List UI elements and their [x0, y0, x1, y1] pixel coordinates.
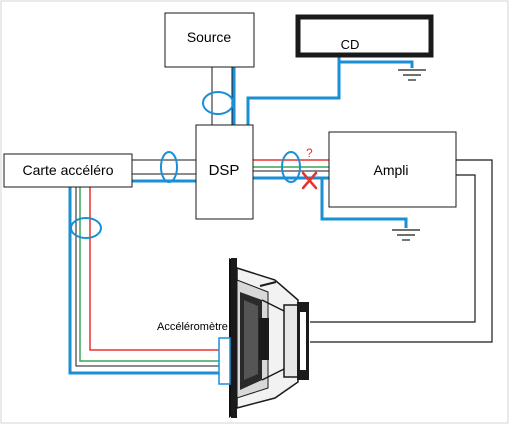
ferrite-ring-ampli [281, 151, 301, 183]
source-label: Source [187, 29, 232, 45]
cd-box [295, 14, 434, 58]
ferrite-ring-carte [160, 151, 178, 183]
question-mark: ? [306, 146, 313, 160]
carte-label: Carte accéléro [22, 162, 113, 178]
source-box [164, 12, 255, 68]
speaker-wire-1 [310, 174, 476, 323]
ampli-ground-wire [320, 178, 408, 228]
ampli-box [328, 131, 457, 208]
dsp-box [195, 124, 254, 220]
ground-symbol-ampli [392, 229, 420, 241]
cd-dsp-wire [246, 55, 341, 128]
speaker-wire-2 [310, 159, 493, 343]
accelerometer-label: Accéléromètre [157, 321, 228, 333]
source-dsp-cable [211, 66, 236, 128]
ferrite-ring-accel [70, 217, 102, 239]
ferrite-ring-source [202, 91, 234, 115]
red-cross-icon [301, 171, 318, 190]
accelerometer-sensor [218, 337, 231, 385]
carte-box [3, 153, 133, 188]
cd-label: CD [341, 37, 360, 52]
cd-ground-wire [339, 60, 414, 68]
dsp-ampli-cable [253, 159, 329, 180]
speaker-driver [229, 258, 309, 418]
ground-symbol-cd [398, 69, 426, 81]
ampli-label: Ampli [373, 162, 408, 178]
dsp-label: DSP [209, 162, 240, 179]
carte-dsp-cable [131, 159, 196, 183]
